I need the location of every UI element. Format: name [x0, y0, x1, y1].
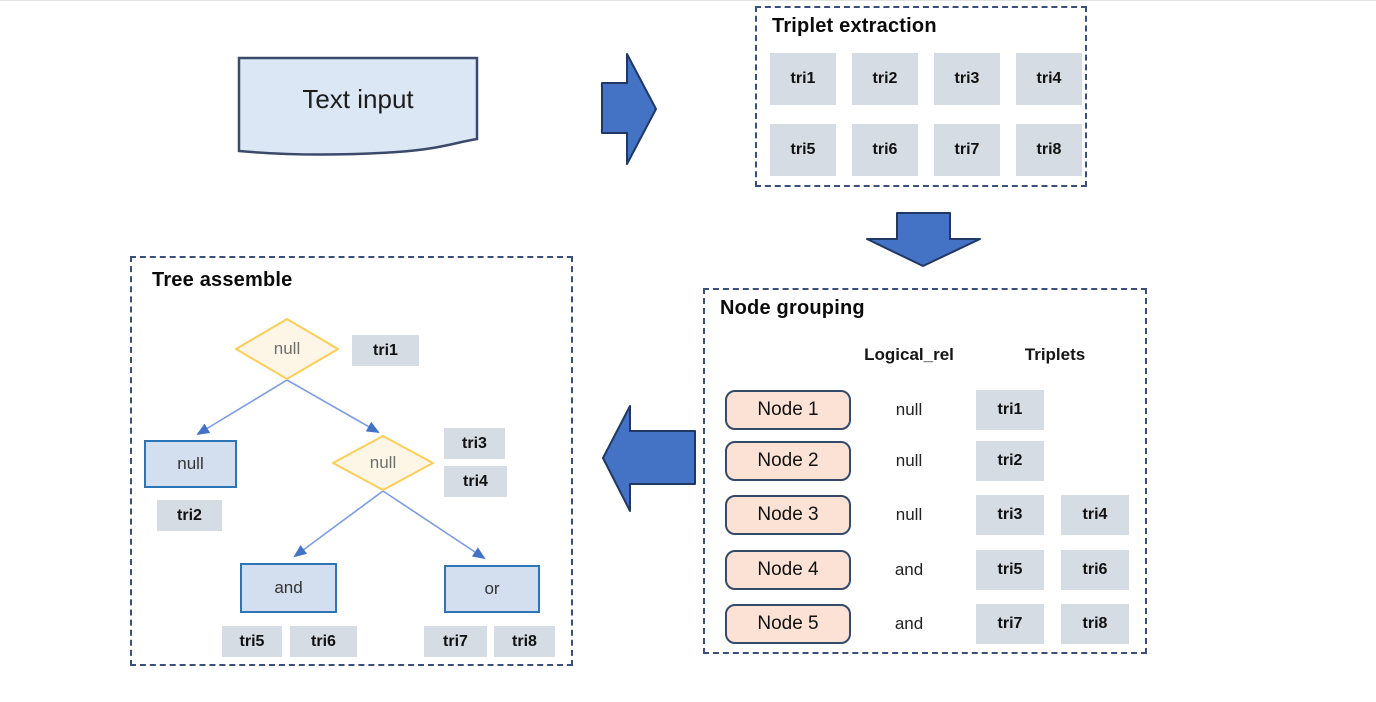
diamond-shape [235, 318, 339, 380]
triplet-chip: tri8 [1061, 604, 1129, 644]
triplet-chip: tri1 [352, 335, 419, 366]
logical-rel-value: null [895, 451, 923, 470]
triplet-chip: tri2 [976, 441, 1044, 481]
triplet-chip: tri5 [976, 550, 1044, 590]
node-badge: Node 2 [725, 441, 851, 481]
triplet-chip: tri4 [1061, 495, 1129, 535]
triplet-chip: tri5 [222, 626, 282, 657]
tree-root-label: null [273, 339, 301, 358]
node-grouping-row: Node 5 and tri7 tri8 [705, 604, 1145, 644]
node-badge: Node 1 [725, 390, 851, 430]
text-input-document-shape: Text input [237, 56, 479, 158]
tree-assemble-title: Tree assemble [152, 269, 293, 291]
logical-rel-value: and [894, 560, 924, 579]
triplet-chip: tri3 [934, 53, 1000, 105]
triplet-chip: tri6 [852, 124, 918, 176]
triplet-chip: tri7 [424, 626, 487, 657]
triplet-chip: tri3 [976, 495, 1044, 535]
tree-left-node: null [144, 440, 237, 488]
tree-and-node: and [240, 563, 337, 613]
column-header-logical-rel: Logical_rel [864, 345, 954, 364]
triplet-chip: tri1 [976, 390, 1044, 430]
tree-right-diamond: null [332, 435, 434, 491]
triplet-chip: tri7 [934, 124, 1000, 176]
triplet-chip: tri4 [444, 466, 507, 497]
triplet-extraction-panel: Triplet extraction tri1 tri2 tri3 tri4 t… [755, 6, 1087, 187]
triplet-chip: tri8 [1016, 124, 1082, 176]
column-header-triplets: Triplets [1024, 345, 1086, 364]
node-grouping-row: Node 4 and tri5 tri6 [705, 550, 1145, 590]
node-badge: Node 3 [725, 495, 851, 535]
node-badge: Node 4 [725, 550, 851, 590]
node-badge: Node 5 [725, 604, 851, 644]
triplet-chip: tri6 [290, 626, 357, 657]
flow-arrow-left-icon [602, 405, 696, 512]
triplet-chip: tri6 [1061, 550, 1129, 590]
text-input-label: Text input [302, 84, 414, 114]
logical-rel-value: null [895, 505, 923, 524]
node-grouping-row: Node 1 null tri1 [705, 390, 1145, 430]
flow-arrow-right-icon [601, 53, 657, 165]
node-grouping-row: Node 3 null tri3 tri4 [705, 495, 1145, 535]
tree-root-diamond: null [235, 318, 339, 380]
triplet-chip: tri2 [852, 53, 918, 105]
triplet-chip: tri8 [494, 626, 555, 657]
triplet-extraction-title: Triplet extraction [772, 15, 937, 37]
node-grouping-row: Node 2 null tri2 [705, 441, 1145, 481]
tree-right-label: null [369, 453, 397, 472]
triplet-chip: tri7 [976, 604, 1044, 644]
flow-arrow-down-icon [866, 212, 981, 267]
triplet-chip: tri4 [1016, 53, 1082, 105]
tree-assemble-panel: Tree assemble null tri1 null tri2 [130, 256, 573, 666]
triplet-chip: tri2 [157, 500, 222, 531]
logical-rel-value: null [895, 400, 923, 419]
triplet-chip: tri3 [444, 428, 505, 459]
triplet-chip: tri1 [770, 53, 836, 105]
logical-rel-value: and [894, 614, 924, 633]
node-grouping-panel: Node grouping Logical_rel Triplets Node … [703, 288, 1147, 654]
document-shape-outline [237, 56, 479, 156]
node-grouping-title: Node grouping [720, 297, 865, 319]
triplet-chip: tri5 [770, 124, 836, 176]
diamond-shape [332, 435, 434, 491]
triplet-grid: tri1 tri2 tri3 tri4 tri5 tri6 tri7 tri8 [770, 53, 1082, 176]
tree-or-node: or [444, 565, 540, 613]
